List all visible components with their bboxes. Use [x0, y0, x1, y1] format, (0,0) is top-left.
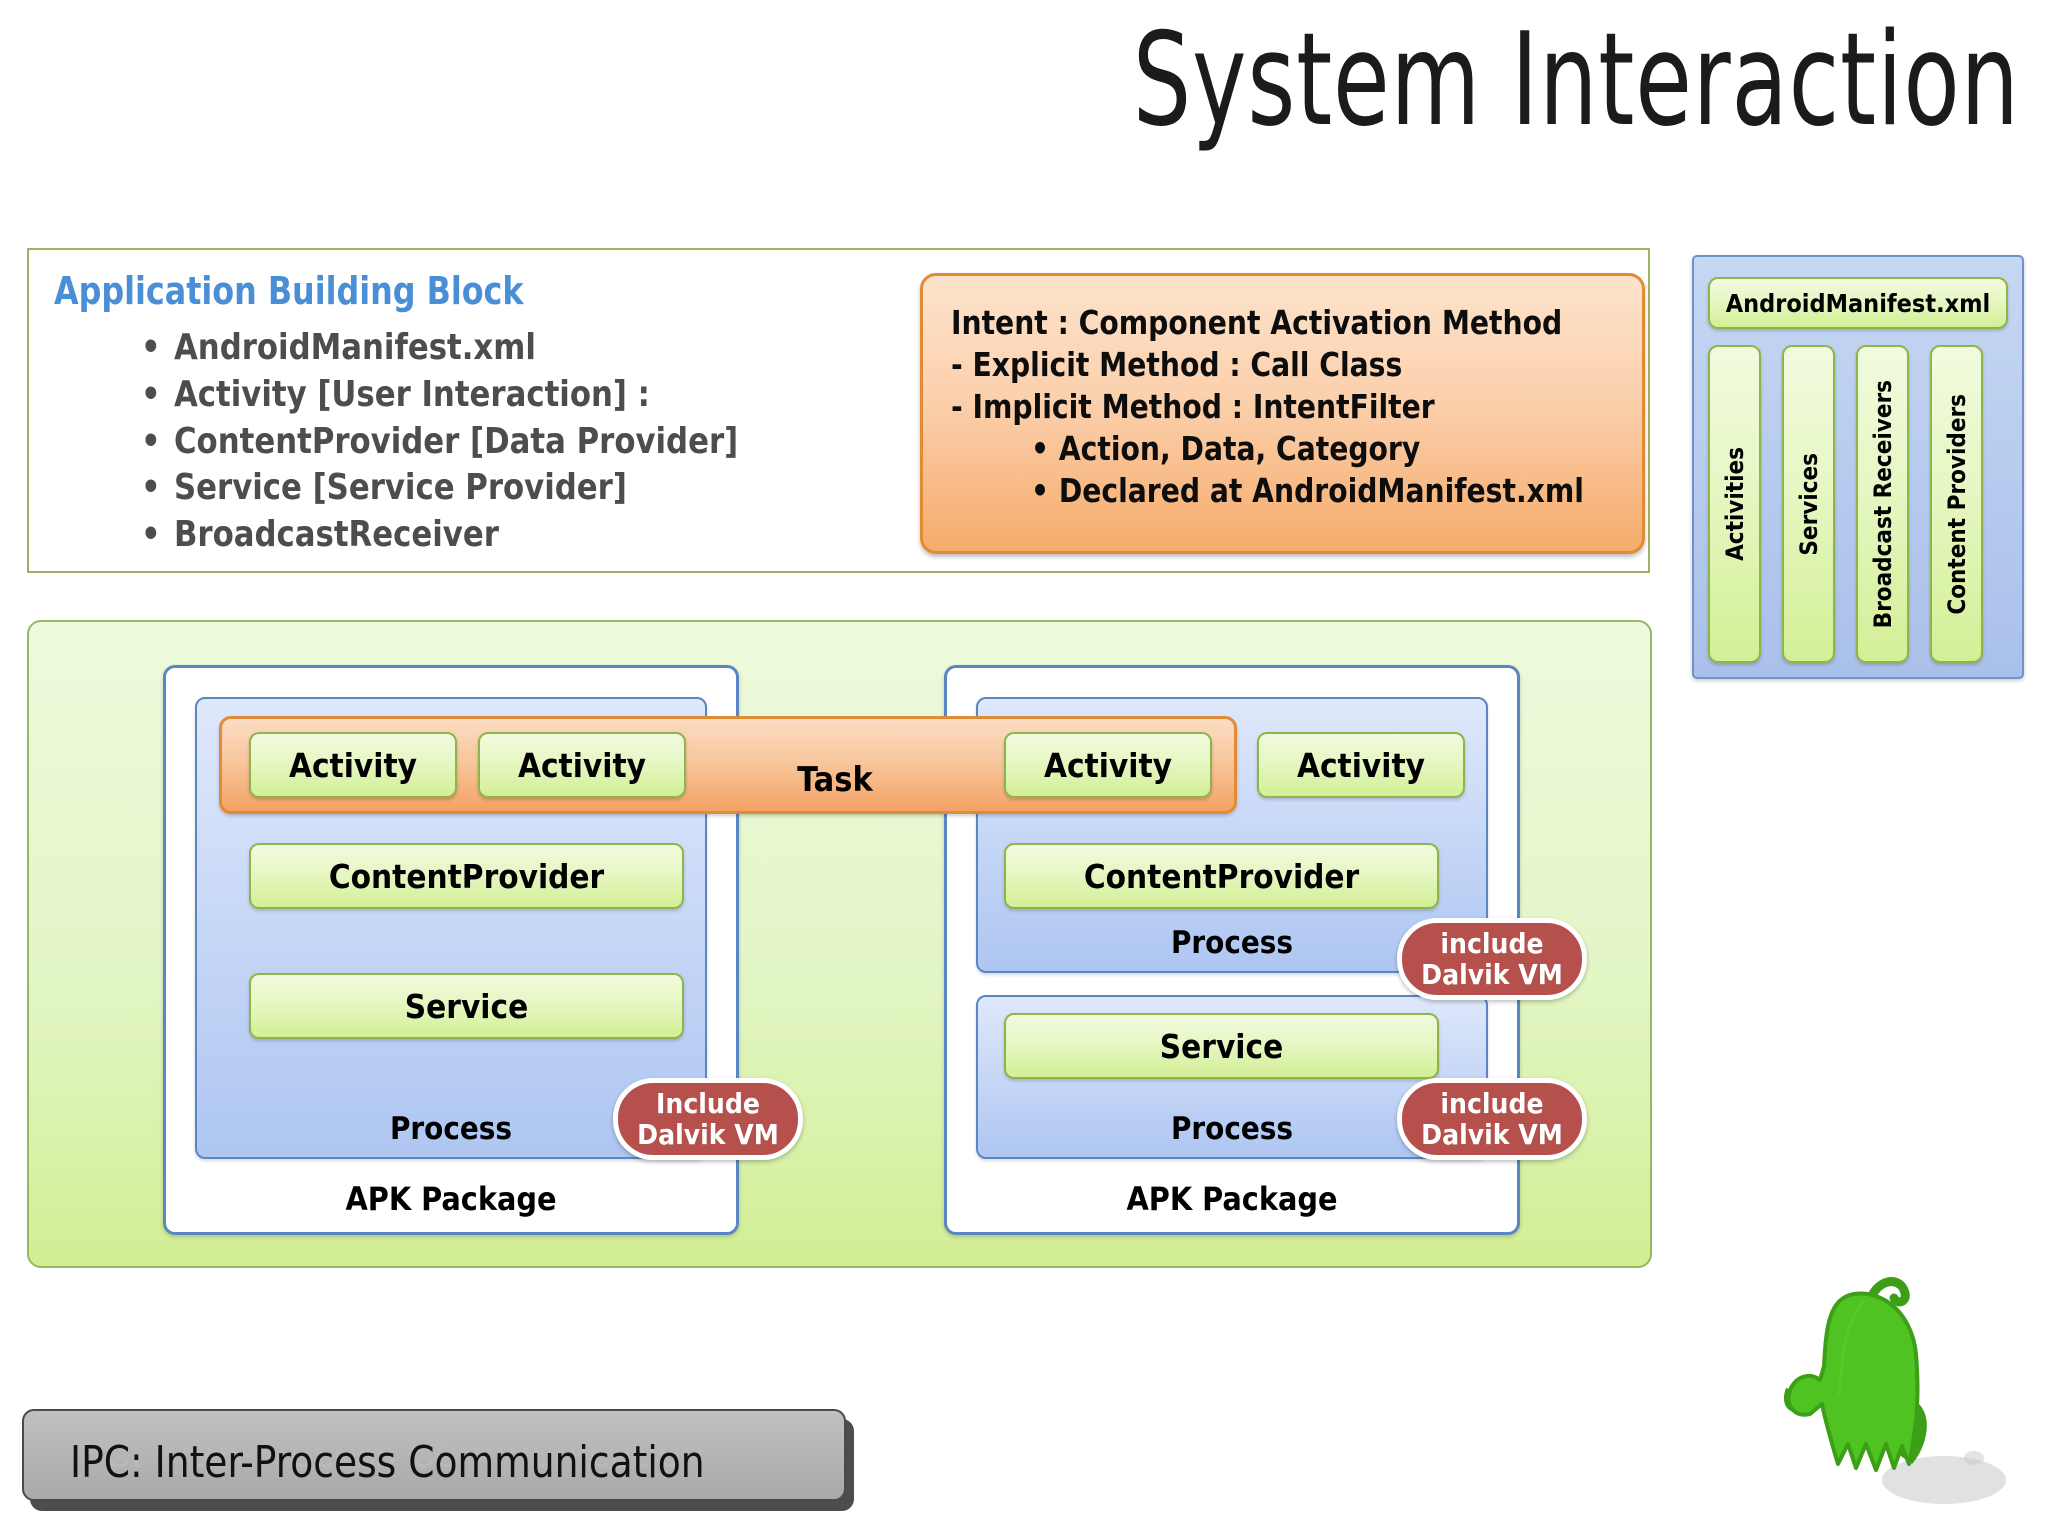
list-item: AndroidManifest.xml — [141, 325, 738, 372]
manifest-column-broadcast-receivers: Broadcast Receivers — [1856, 345, 1909, 663]
android-manifest-panel: AndroidManifest.xml Activities Services … — [1692, 255, 2024, 679]
list-item: BroadcastReceiver — [141, 512, 738, 559]
intent-line: - Explicit Method : Call Class — [951, 345, 1403, 384]
apk-package-label: APK Package — [1126, 1180, 1338, 1218]
ipc-label: IPC: Inter-Process Communication — [70, 1437, 705, 1488]
apk-package-label: APK Package — [345, 1180, 557, 1218]
intent-line: Intent : Component Activation Method — [951, 303, 1563, 342]
building-block-list: AndroidManifest.xml Activity [User Inter… — [141, 325, 770, 559]
list-item: Activity [User Interaction] : — [141, 372, 738, 419]
manifest-column-content-providers: Content Providers — [1930, 345, 1983, 663]
manifest-column-label: Broadcast Receivers — [1868, 379, 1897, 629]
process-label: Process — [1170, 1111, 1294, 1147]
ipc-label-ghost: IPC: Inter-Process Communication — [70, 1427, 705, 1478]
content-provider-box: ContentProvider — [249, 843, 684, 909]
intent-line: • Declared at AndroidManifest.xml — [1031, 471, 1584, 510]
manifest-column-label: Activities — [1720, 447, 1749, 561]
manifest-column-services: Services — [1782, 345, 1835, 663]
manifest-column-label: Services — [1794, 452, 1823, 556]
intent-line: • Action, Data, Category — [1031, 429, 1421, 468]
content-provider-box: ContentProvider — [1004, 843, 1439, 909]
manifest-column-activities: Activities — [1708, 345, 1761, 663]
activity-box: Activity — [478, 732, 686, 798]
manifest-title-box: AndroidManifest.xml — [1708, 277, 2008, 329]
android-mascot-icon — [1766, 1268, 2026, 1528]
process-label: Process — [389, 1111, 513, 1147]
list-item: ContentProvider [Data Provider] — [141, 419, 738, 466]
process-label: Process — [1170, 925, 1294, 961]
manifest-column-label: Content Providers — [1942, 393, 1971, 615]
activity-box: Activity — [1257, 732, 1465, 798]
task-label: Task — [797, 760, 873, 800]
service-box: Service — [1004, 1013, 1439, 1079]
list-item: Service [Service Provider] — [141, 465, 738, 512]
ipc-box: IPC: Inter-Process Communication IPC: In… — [22, 1409, 846, 1501]
activity-box: Activity — [249, 732, 457, 798]
intent-info-box: Intent : Component Activation Method - E… — [920, 273, 1645, 554]
activity-box: Activity — [1004, 732, 1212, 798]
service-box: Service — [249, 973, 684, 1039]
page-title: System Interaction — [1133, 6, 2020, 155]
intent-line: - Implicit Method : IntentFilter — [951, 387, 1435, 426]
building-block-heading: Application Building Block — [54, 269, 524, 313]
